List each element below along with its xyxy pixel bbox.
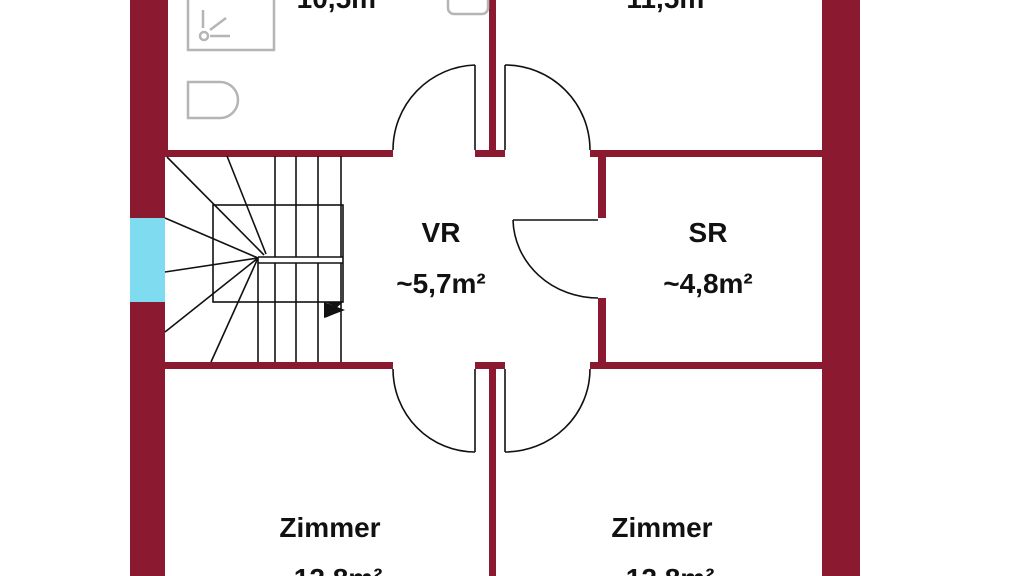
storage-area: ~4,8m² bbox=[663, 268, 753, 299]
door-room-right bbox=[504, 368, 591, 453]
door-bath bbox=[392, 64, 476, 151]
toilet-icon bbox=[186, 80, 240, 120]
window bbox=[130, 218, 165, 302]
door-room-left bbox=[392, 368, 476, 453]
wall-segment bbox=[475, 362, 505, 369]
center-wall-lower bbox=[489, 362, 496, 576]
room-left-area: ~12,8m² bbox=[277, 563, 382, 576]
room-left-name: Zimmer bbox=[279, 512, 380, 543]
bath-area: 10,5m² bbox=[297, 0, 386, 14]
wall-segment bbox=[590, 150, 822, 157]
storage-name: SR bbox=[689, 217, 728, 248]
shower-icon bbox=[186, 0, 276, 52]
wall-segment bbox=[475, 150, 505, 157]
door-storage bbox=[512, 219, 599, 299]
storage-wall-lower bbox=[598, 298, 606, 368]
storage-wall-upper bbox=[598, 150, 606, 218]
wall-segment bbox=[590, 362, 822, 369]
door-top-right bbox=[504, 64, 591, 151]
hall-area: ~5,7m² bbox=[396, 268, 486, 299]
sink-icon bbox=[446, 0, 490, 16]
top-right-area: 11,5m² bbox=[626, 0, 713, 14]
wall-segment bbox=[165, 362, 393, 369]
room-right-area: ~12,8m² bbox=[609, 563, 714, 576]
staircase bbox=[164, 155, 345, 363]
outer-wall-right bbox=[822, 0, 860, 576]
room-right-name: Zimmer bbox=[611, 512, 712, 543]
hall-name: VR bbox=[422, 217, 461, 248]
wall-segment bbox=[165, 150, 393, 157]
center-wall-upper bbox=[489, 0, 496, 156]
outer-wall-left-upper bbox=[130, 0, 168, 156]
outer-wall-left bbox=[130, 150, 165, 576]
